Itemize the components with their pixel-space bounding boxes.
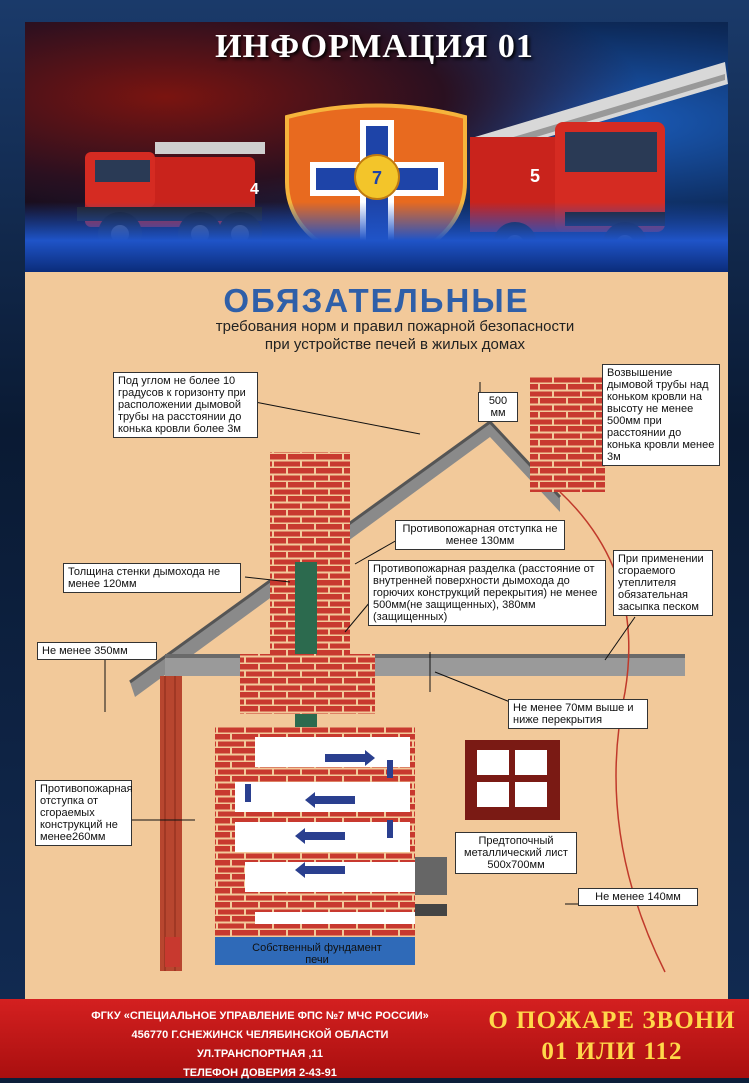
organization-info: ФГКУ «СПЕЦИАЛЬНОЕ УПРАВЛЕНИЕ ФПС №7 МЧС …: [50, 1007, 470, 1083]
subheading-line-1: требования норм и правил пожарной безопа…: [215, 318, 575, 335]
poster-heading: ОБЯЗАТЕЛЬНЫЕ: [223, 282, 530, 319]
label-min-350: Не менее 350мм: [37, 642, 157, 660]
emblem-number: 7: [372, 168, 382, 188]
label-min-70: Не менее 70мм выше и ниже перекрытия: [508, 699, 648, 729]
org-line-4: ТЕЛЕФОН ДОВЕРИЯ 2-43-91: [183, 1067, 337, 1079]
header-banner: 4 5 7: [25, 22, 728, 272]
label-angle: Под углом не более 10 градусов к горизон…: [113, 372, 258, 438]
label-foundation: Собственный фундамент печи: [252, 942, 382, 966]
org-line-2: 456770 Г.СНЕЖИНСК ЧЕЛЯБИНСКОЙ ОБЛАСТИ: [131, 1029, 389, 1041]
truck-left-number: 4: [250, 181, 259, 198]
label-setback-130: Противопожарная отступка не менее 130мм: [395, 520, 565, 550]
house-wall: [160, 676, 182, 971]
label-insulation: При применении сгораемого утеплителя обя…: [613, 550, 713, 616]
label-chimney-height: Возвышение дымовой трубы над коньком кро…: [602, 364, 720, 466]
footer: ФГКУ «СПЕЦИАЛЬНОЕ УПРАВЛЕНИЕ ФПС №7 МЧС …: [0, 999, 749, 1079]
foundation-block: [215, 937, 415, 965]
emergency-call: О ПОЖАРЕ ЗВОНИ 01 ИЛИ 112: [478, 1005, 746, 1067]
truck-right-number: 5: [530, 166, 540, 186]
label-500mm: 500 мм: [478, 392, 518, 422]
label-cutting: Противопожарная разделка (расстояние от …: [368, 560, 606, 626]
poster-body: ОБЯЗАТЕЛЬНЫЕ требования норм и правил по…: [25, 272, 728, 999]
call-line-1: О ПОЖАРЕ ЗВОНИ: [488, 1007, 736, 1034]
label-setback-260: Противопожарная отступка от сгораемых ко…: [35, 780, 133, 846]
page-title: ИНФОРМАЦИЯ 01: [215, 28, 534, 65]
smoke-flow-arrows: [245, 750, 393, 878]
house-window: [465, 740, 560, 820]
chimney-right: [530, 377, 605, 492]
label-min-140: Не менее 140мм: [578, 888, 698, 906]
subheading-line-2: при устройстве печей в жилых домах: [264, 336, 526, 353]
label-wall-120: Толщина стенки дымохода не менее 120мм: [63, 563, 241, 593]
org-line-3: УЛ.ТРАНСПОРТНАЯ ,11: [196, 1048, 324, 1060]
stove-diagram: [104, 377, 685, 973]
org-line-1: ФГКУ «СПЕЦИАЛЬНОЕ УПРАВЛЕНИЕ ФПС №7 МЧС …: [91, 1010, 429, 1022]
call-line-2: 01 ИЛИ 112: [541, 1038, 683, 1065]
label-sheet: Предтопочный металлический лист 500х700м…: [455, 832, 577, 874]
header-glow: [25, 202, 728, 272]
poster-subheading: требования норм и правил пожарной безопа…: [145, 318, 645, 354]
